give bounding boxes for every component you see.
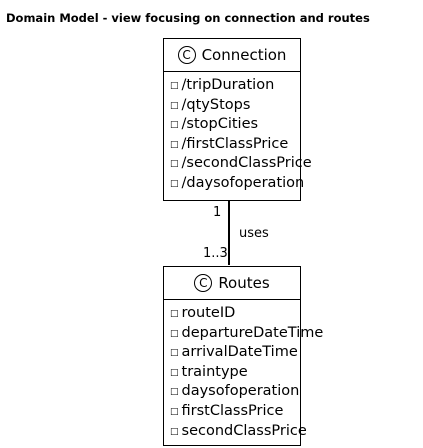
class-routes-name: Routes bbox=[218, 274, 270, 292]
public-visibility-icon: □ bbox=[170, 178, 179, 189]
class-stereotype-icon: C bbox=[194, 274, 213, 292]
public-visibility-icon: □ bbox=[170, 139, 179, 150]
class-connection[interactable]: C Connection □/tripDuration □/qtyStops □… bbox=[163, 38, 312, 201]
attribute: □/tripDuration bbox=[170, 77, 275, 93]
attribute: □/stopCities bbox=[170, 116, 259, 133]
public-visibility-icon: □ bbox=[170, 120, 179, 131]
class-routes-attributes: □routeID □departureDateTime □arrivalDate… bbox=[164, 300, 324, 441]
association-label: uses bbox=[239, 226, 269, 241]
public-visibility-icon: □ bbox=[170, 348, 179, 359]
attribute: □firstClassPrice bbox=[170, 402, 284, 419]
class-routes-header: C Routes bbox=[164, 267, 300, 300]
attribute: □arrivalDateTime bbox=[170, 344, 298, 361]
class-connection-header: C Connection bbox=[164, 39, 300, 72]
class-connection-name: Connection bbox=[201, 46, 287, 64]
diagram-title: Domain Model - view focusing on connecti… bbox=[6, 11, 370, 25]
attribute: □/firstClassPrice bbox=[170, 135, 289, 152]
attribute: □/secondClassPrice bbox=[170, 155, 312, 172]
public-visibility-icon: □ bbox=[170, 387, 179, 398]
class-stereotype-icon: C bbox=[177, 46, 196, 64]
public-visibility-icon: □ bbox=[170, 81, 179, 91]
public-visibility-icon: □ bbox=[170, 309, 179, 319]
public-visibility-icon: □ bbox=[170, 328, 179, 339]
attribute: □departureDateTime bbox=[170, 324, 324, 341]
attribute: □traintype bbox=[170, 363, 248, 380]
multiplicity-top: 1 bbox=[213, 205, 222, 220]
attribute: □/qtyStops bbox=[170, 96, 251, 113]
public-visibility-icon: □ bbox=[170, 406, 179, 417]
public-visibility-icon: □ bbox=[170, 159, 179, 170]
public-visibility-icon: □ bbox=[170, 426, 179, 437]
attribute: □daysofoperation bbox=[170, 383, 300, 400]
public-visibility-icon: □ bbox=[170, 100, 179, 111]
class-connection-attributes: □/tripDuration □/qtyStops □/stopCities □… bbox=[164, 72, 312, 194]
attribute: □/daysofoperation bbox=[170, 174, 305, 191]
association-line[interactable] bbox=[228, 200, 230, 265]
multiplicity-bottom: 1..3 bbox=[203, 246, 228, 261]
attribute: □secondClassPrice bbox=[170, 422, 307, 439]
class-routes[interactable]: C Routes □routeID □departureDateTime □ar… bbox=[163, 266, 324, 446]
public-visibility-icon: □ bbox=[170, 367, 179, 378]
attribute: □routeID bbox=[170, 305, 236, 321]
